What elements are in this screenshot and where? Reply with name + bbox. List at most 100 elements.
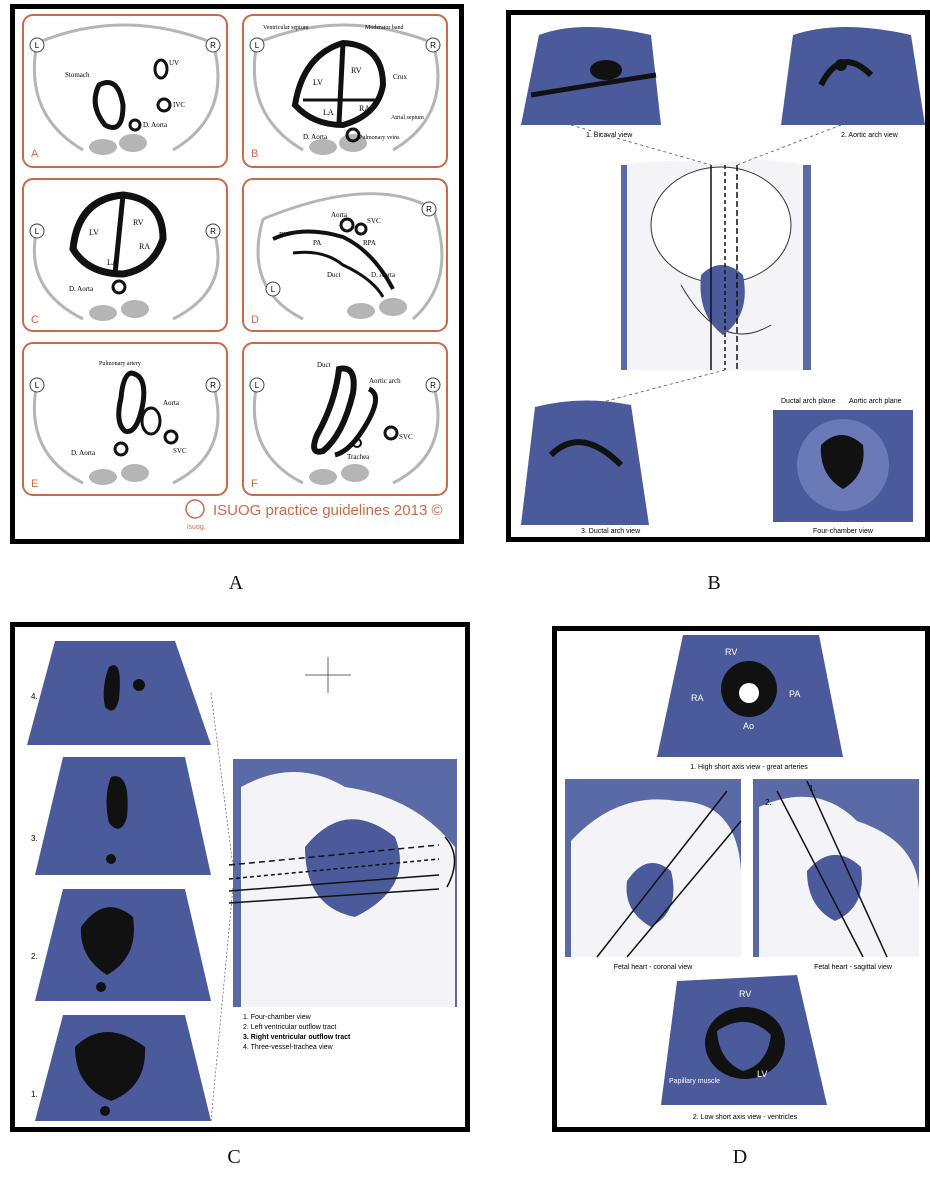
label: Ventricular septum xyxy=(263,25,309,31)
label: LV xyxy=(313,78,323,87)
right-marker: R xyxy=(210,381,216,390)
label: Aorta xyxy=(331,211,348,219)
scan-label: PA xyxy=(789,689,800,699)
scan-label: RV xyxy=(725,647,737,657)
scan-label: RA xyxy=(691,693,704,703)
label: IVC xyxy=(173,101,185,109)
legend-item: 1. Four-chamber view xyxy=(243,1014,312,1021)
label: UV xyxy=(169,59,179,67)
isuog-logo-icon xyxy=(186,500,204,518)
label: Moderator band xyxy=(365,25,404,31)
isuog-diagram-grid: L R Stomach UV IVC D. Aorta A L R Ventri xyxy=(15,9,459,539)
left-marker: L xyxy=(255,381,260,390)
caption-a: A xyxy=(206,572,266,595)
caption-b: B xyxy=(684,572,744,595)
label: LA xyxy=(323,108,334,117)
high-short-axis-scan: RV PA RA Ao 1. High short axis view - gr… xyxy=(657,635,843,771)
scan-label: RV xyxy=(739,989,751,999)
label: LA xyxy=(107,258,118,267)
sub-letter: F xyxy=(251,478,258,490)
scan-number: 1. xyxy=(31,1090,38,1099)
figure-c-sweep-views: 4. 3. 2. 1. xyxy=(10,622,470,1132)
view-label: 3. Ductal arch view xyxy=(581,528,641,535)
diagram-sub-c: L R RV LV RA LA D. Aorta C xyxy=(23,179,227,331)
label: D. Aorta xyxy=(71,449,96,457)
label: RA xyxy=(139,242,150,251)
label: Stomach xyxy=(65,71,90,79)
scan-number: 4. xyxy=(31,692,38,701)
sub-letter: E xyxy=(31,478,38,490)
label: SVC xyxy=(173,447,187,455)
scan-view-1: 1. xyxy=(31,1015,211,1121)
label: Atrial septum xyxy=(391,115,424,121)
aortic-arch-scan: 2. Aortic arch view xyxy=(781,27,925,139)
plane-number: 2. xyxy=(765,798,772,807)
plane-number: 1. xyxy=(809,784,816,793)
sagittal-sketch: 1. 2. Fetal heart - sagittal view xyxy=(753,779,919,971)
label: Duct xyxy=(317,361,331,369)
plane-label: Aortic arch plane xyxy=(849,398,902,405)
label: LV xyxy=(89,228,99,237)
label: Crux xyxy=(393,73,408,81)
label: SVC xyxy=(399,433,413,441)
label: RV xyxy=(279,231,288,239)
label: D. Aorta xyxy=(143,121,168,129)
scan-label: LV xyxy=(757,1069,767,1079)
label: D. Aorta xyxy=(303,133,328,141)
isuog-footer: isuog. ISUOG practice guidelines 2013 © xyxy=(186,500,443,531)
right-marker: R xyxy=(430,41,436,50)
fetus-torso-sketch: 1. Four-chamber view 2. Left ventricular… xyxy=(229,759,457,1051)
scan-view-3: 3. xyxy=(31,757,211,875)
label: Trachea xyxy=(347,453,370,461)
four-chamber-scan: Four-chamber view Ductal arch plane Aort… xyxy=(773,398,913,535)
label: Pulmonary veins xyxy=(359,135,400,141)
label: Aortic arch xyxy=(369,377,401,385)
coronal-sketch: Fetal heart - coronal view xyxy=(565,779,741,971)
panel-b-graphic: 1. Bicaval view 2. Aortic arch view 3 xyxy=(511,15,925,537)
diagram-sub-a: L R Stomach UV IVC D. Aorta A xyxy=(23,15,227,167)
plane-label: Ductal arch plane xyxy=(781,398,836,405)
view-label: Fetal heart - sagittal view xyxy=(814,964,893,971)
view-label: 1. High short axis view - great arteries xyxy=(690,764,808,771)
scan-label: Papillary muscle xyxy=(669,1078,720,1085)
left-marker: L xyxy=(35,381,40,390)
label: Aorta xyxy=(163,399,180,407)
right-marker: R xyxy=(426,205,432,214)
view-label: Four-chamber view xyxy=(813,528,874,535)
legend-item: 2. Left ventricular outflow tract xyxy=(243,1024,336,1031)
right-marker: R xyxy=(210,41,216,50)
fetus-sketch xyxy=(621,160,811,370)
figure-d-short-axis-views: RV PA RA Ao 1. High short axis view - gr… xyxy=(552,626,930,1132)
scan-number: 2. xyxy=(31,952,38,961)
figure-a-isuog-diagrams: L R Stomach UV IVC D. Aorta A L R Ventri xyxy=(10,4,464,544)
view-label: 2. Aortic arch view xyxy=(841,132,899,139)
diagram-sub-b: L R Ventricular septum Moderator band RV… xyxy=(243,15,447,167)
label: RV xyxy=(133,218,144,227)
sub-letter: B xyxy=(251,148,258,160)
left-marker: L xyxy=(35,41,40,50)
diagram-sub-e: L R Pulmonary artery Aorta SVC D. Aorta … xyxy=(23,343,227,495)
view-label: 1. Bicaval view xyxy=(586,132,633,139)
caption-c: C xyxy=(204,1146,264,1169)
right-marker: R xyxy=(210,227,216,236)
panel-c-graphic: 4. 3. 2. 1. xyxy=(15,627,465,1127)
label: D. Aorta xyxy=(371,271,396,279)
footer-text: ISUOG practice guidelines 2013 © xyxy=(213,502,443,519)
diagram-sub-d: L R Aorta SVC RV PA RPA Duct D. Aorta D xyxy=(243,179,447,331)
sub-letter: A xyxy=(31,148,39,160)
label: PA xyxy=(313,239,321,247)
label: RV xyxy=(351,66,362,75)
right-marker: R xyxy=(430,381,436,390)
bicaval-scan: 1. Bicaval view xyxy=(521,27,661,139)
label: SVC xyxy=(367,217,381,225)
scan-label: Ao xyxy=(743,721,754,731)
legend-item: 3. Right ventricular outflow tract xyxy=(243,1034,351,1041)
diagram-sub-f: L R Duct Aortic arch SVC Trachea F xyxy=(243,343,447,495)
panel-d-graphic: RV PA RA Ao 1. High short axis view - gr… xyxy=(557,631,925,1127)
sub-letter: D xyxy=(251,314,259,326)
left-marker: L xyxy=(271,285,276,294)
caption-d: D xyxy=(710,1146,770,1169)
label: Pulmonary artery xyxy=(99,361,141,367)
view-label: Fetal heart - coronal view xyxy=(614,964,694,971)
left-marker: L xyxy=(255,41,260,50)
